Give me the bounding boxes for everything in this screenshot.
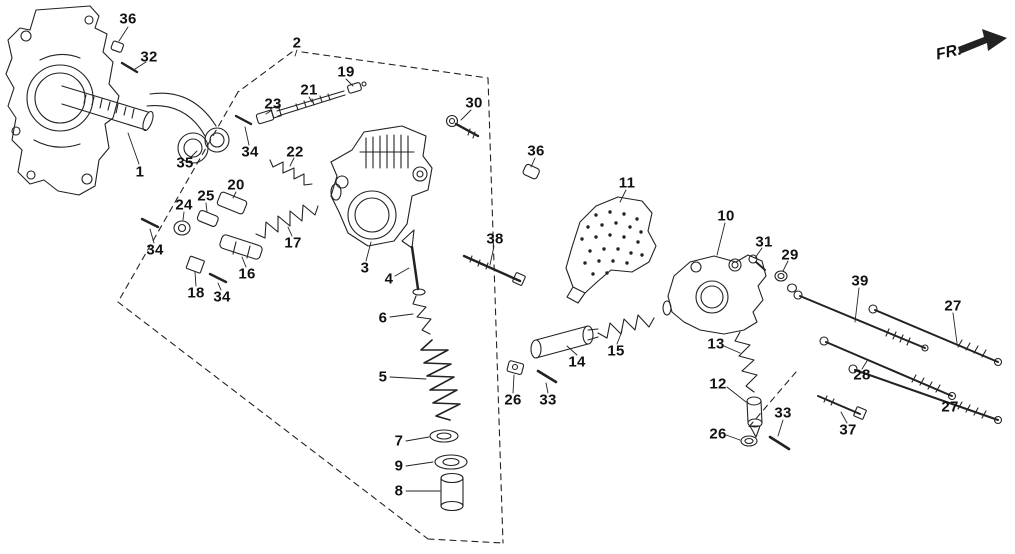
spring-5 [421, 340, 460, 420]
spring-13 [735, 332, 757, 392]
shaft-14 [531, 326, 598, 358]
spring-6 [413, 296, 431, 334]
washer-9 [435, 455, 467, 469]
bolt-31 [749, 255, 765, 270]
cap-26-right [741, 436, 757, 446]
input-shaft [62, 86, 155, 132]
separator-plate-11 [566, 197, 656, 303]
cap-26-center [507, 360, 524, 375]
valve-body-10 [663, 255, 766, 334]
bolt-27-bottom [849, 365, 1002, 424]
bolt-27-top [869, 305, 1002, 366]
washer-29 [775, 271, 797, 292]
transmission-case [6, 6, 119, 195]
bolt-30 [447, 116, 479, 139]
bolt-28 [820, 337, 956, 400]
valve-body-3 [331, 126, 432, 246]
small-parts-row [142, 116, 263, 282]
pin-33-center [538, 371, 556, 382]
valve-4 [402, 230, 425, 295]
valve-12 [747, 397, 762, 437]
bolt-38 [464, 256, 526, 286]
spring-15 [598, 315, 654, 338]
fr-direction-arrow-icon [958, 29, 1007, 54]
pin-33-right [770, 437, 789, 449]
pin-36-top [111, 41, 124, 53]
spring-22 [270, 160, 312, 185]
pin-32 [122, 63, 137, 72]
lever-arm [147, 93, 229, 163]
bolt-37 [818, 396, 867, 420]
bolt-21-assembly [256, 82, 366, 124]
cylinder-8 [441, 474, 463, 511]
bolt-39 [794, 291, 928, 351]
washer-7 [430, 430, 458, 442]
spring-17 [256, 205, 318, 238]
dashed-boundaries [118, 52, 796, 543]
leader-lines [119, 27, 957, 491]
plug-36 [522, 164, 540, 180]
